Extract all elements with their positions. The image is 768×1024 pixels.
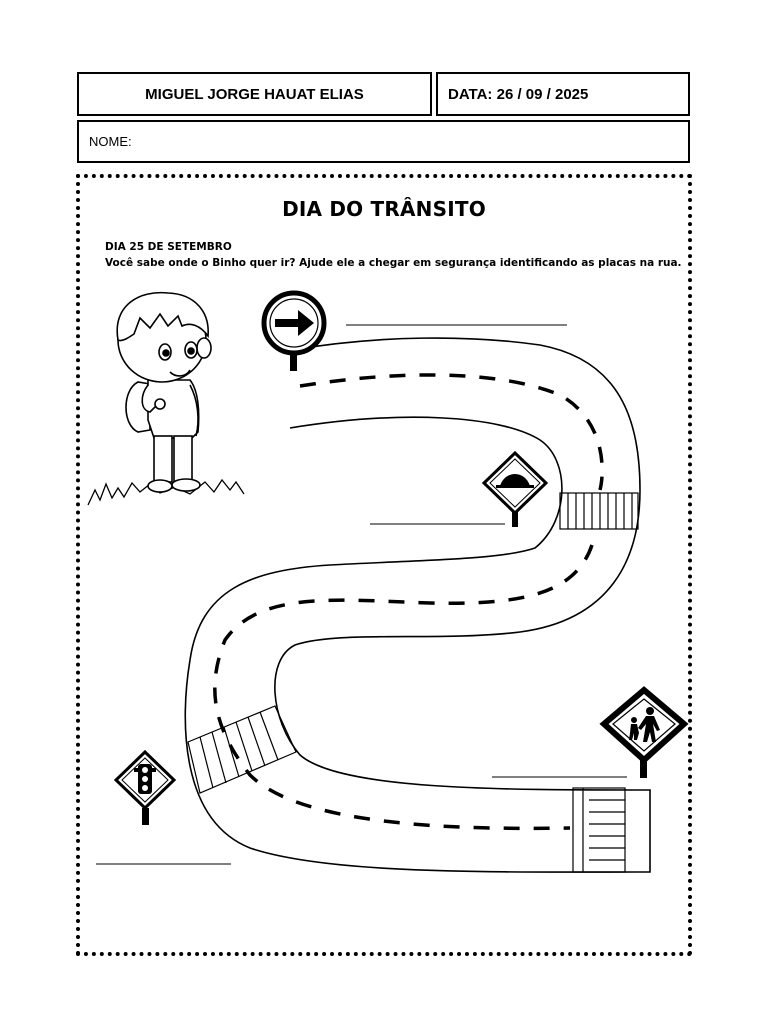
instruction-text: Você sabe onde o Binho quer ir? Ajude el…	[105, 257, 682, 269]
crosswalk-lower-left	[187, 705, 297, 794]
worksheet-frame	[76, 174, 692, 956]
traffic-light-sign-icon	[113, 749, 177, 825]
name-label: NOME:	[89, 134, 132, 149]
date-line: DIA 25 DE SETEMBRO	[105, 241, 232, 253]
crosswalk-upper	[559, 492, 639, 530]
date-box: DATA: 26 / 09 / 2025	[436, 72, 690, 116]
student-name: MIGUEL JORGE HAUAT ELIAS	[145, 85, 364, 103]
crosswalk-lower-right	[572, 787, 626, 873]
name-field-box[interactable]: NOME:	[77, 120, 690, 163]
speed-bump-sign-icon	[481, 450, 549, 527]
date-text: DATA: 26 / 09 / 2025	[448, 85, 589, 103]
road-outer-edge	[184, 337, 651, 873]
student-name-box: MIGUEL JORGE HAUAT ELIAS	[77, 72, 432, 116]
arrow-sign-icon	[261, 290, 327, 371]
road-center-line	[213, 373, 604, 831]
boy-illustration	[116, 291, 212, 493]
worksheet-title: DIA DO TRÂNSITO	[282, 197, 486, 221]
pedestrian-sign-icon	[599, 686, 689, 778]
